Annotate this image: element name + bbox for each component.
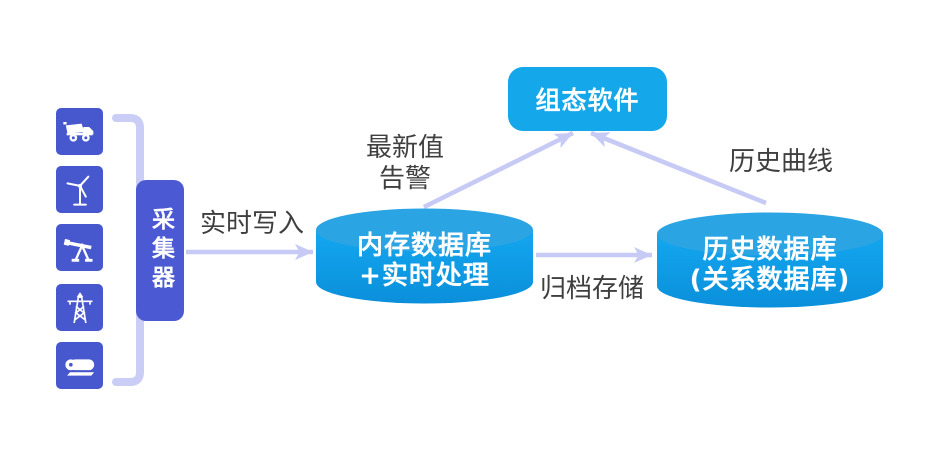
history-db-label-line2: (关系数据库) <box>689 265 851 295</box>
memory-db-label-line2: +实时处理 <box>359 261 490 291</box>
wind-turbine-icon <box>66 175 89 206</box>
history-db-label-line1: 历史数据库 <box>702 234 838 265</box>
node-history-db: 历史数据库 (关系数据库) <box>657 212 883 308</box>
oil-pumpjack-icon <box>63 238 92 262</box>
source-tile-wind-turbine <box>56 166 103 213</box>
history-db-cylinder <box>657 212 883 308</box>
edge-label-latest-value: 最新值 <box>365 133 445 163</box>
edge-label-history-curve: 历史曲线 <box>728 147 834 177</box>
paper-roll-icon <box>64 358 94 376</box>
source-tile-power-tower <box>56 284 103 331</box>
scada-label: 组态软件 <box>535 86 640 115</box>
arrow-latest-value-alarm <box>422 130 575 210</box>
power-tower-icon <box>67 291 92 323</box>
edge-label-latest-value-alarm: 最新值 告警 <box>366 133 444 195</box>
edge-label-realtime-write: 实时写入 <box>199 209 305 239</box>
memory-db-cylinder <box>316 208 533 304</box>
source-tile-mining-truck <box>56 108 103 155</box>
node-collector: 采集器 <box>136 180 184 321</box>
collector-label: 采集器 <box>147 207 174 294</box>
edge-label-alarm: 告警 <box>378 164 432 195</box>
memory-db-label-line1: 内存数据库 <box>356 230 492 261</box>
source-tile-oil-pumpjack <box>56 224 103 271</box>
node-memory-db: 内存数据库 +实时处理 <box>316 208 533 304</box>
edge-label-archive-store: 归档存储 <box>539 274 645 304</box>
source-tile-paper-roll <box>56 342 103 389</box>
mining-truck-icon <box>62 121 93 142</box>
node-scada: 组态软件 <box>508 67 667 131</box>
